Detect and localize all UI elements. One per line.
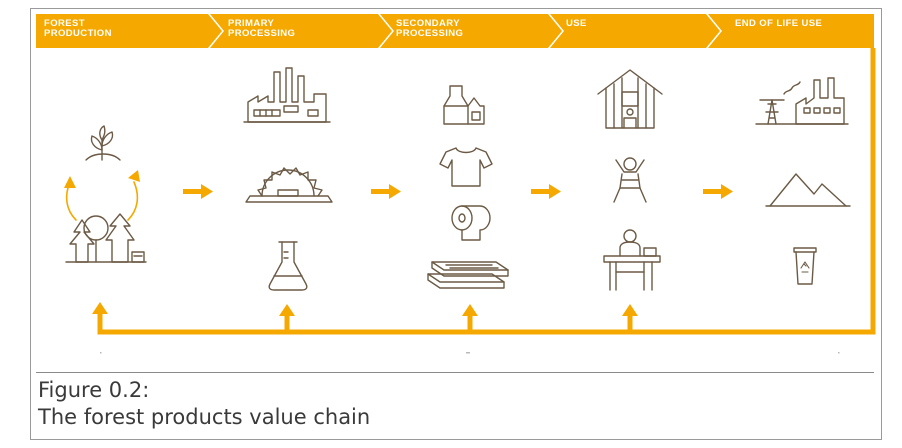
figure-title: The forest products value chain bbox=[38, 405, 371, 429]
stage-header-band bbox=[36, 14, 874, 48]
baby-diaper-icon bbox=[613, 157, 647, 203]
figure-number: Figure 0.2: bbox=[38, 378, 150, 402]
feedback-loop-line bbox=[97, 48, 876, 335]
stage-label-primary-processing: PRIMARY PROCESSING bbox=[228, 18, 296, 39]
lab-flask-icon bbox=[268, 241, 308, 291]
up-arrow-icon bbox=[622, 304, 638, 316]
caption-divider bbox=[36, 372, 874, 373]
packaging-icon bbox=[443, 85, 485, 125]
stage-chevron-1 bbox=[36, 14, 222, 48]
stage-chevron-5 bbox=[708, 14, 874, 48]
stage-label-forest-production: FOREST PRODUCTION bbox=[44, 18, 112, 39]
faint-marks bbox=[100, 352, 840, 354]
right-arrow-icon bbox=[371, 184, 401, 199]
factory-icon bbox=[243, 67, 331, 123]
landfill-icon bbox=[765, 173, 851, 207]
up-arrow-icon bbox=[279, 304, 295, 316]
feedback-loop bbox=[97, 48, 876, 335]
stage-chevron-4 bbox=[550, 14, 720, 48]
recycling-bin-icon bbox=[793, 247, 817, 285]
forest-icon bbox=[65, 213, 147, 263]
up-arrow-icon bbox=[462, 304, 478, 316]
sawmill-icon bbox=[245, 167, 333, 203]
stage-chevron-2 bbox=[210, 14, 392, 48]
right-arrow-icon bbox=[183, 184, 213, 199]
stage-chevron-3 bbox=[380, 14, 562, 48]
right-arrow-icon bbox=[703, 184, 733, 199]
sapling-cycle-icon bbox=[64, 125, 140, 221]
toilet-roll-icon bbox=[451, 205, 491, 241]
stage-label-end-of-life-use: END OF LIFE USE bbox=[735, 18, 823, 29]
wooden-house-icon bbox=[597, 69, 663, 129]
feedback-arrowheads bbox=[92, 302, 638, 316]
person-at-desk-icon bbox=[603, 229, 661, 291]
stage-label-use: USE bbox=[566, 18, 587, 29]
lumber-stack-icon bbox=[427, 261, 509, 289]
stage-label-secondary-processing: SECONDARY PROCESSING bbox=[396, 18, 464, 39]
figure-frame bbox=[30, 8, 882, 440]
up-arrow-icon bbox=[92, 302, 108, 314]
flow-arrows bbox=[183, 184, 733, 199]
power-plant-icon bbox=[755, 77, 849, 125]
right-arrow-icon bbox=[531, 184, 561, 199]
tshirt-icon bbox=[439, 147, 493, 187]
